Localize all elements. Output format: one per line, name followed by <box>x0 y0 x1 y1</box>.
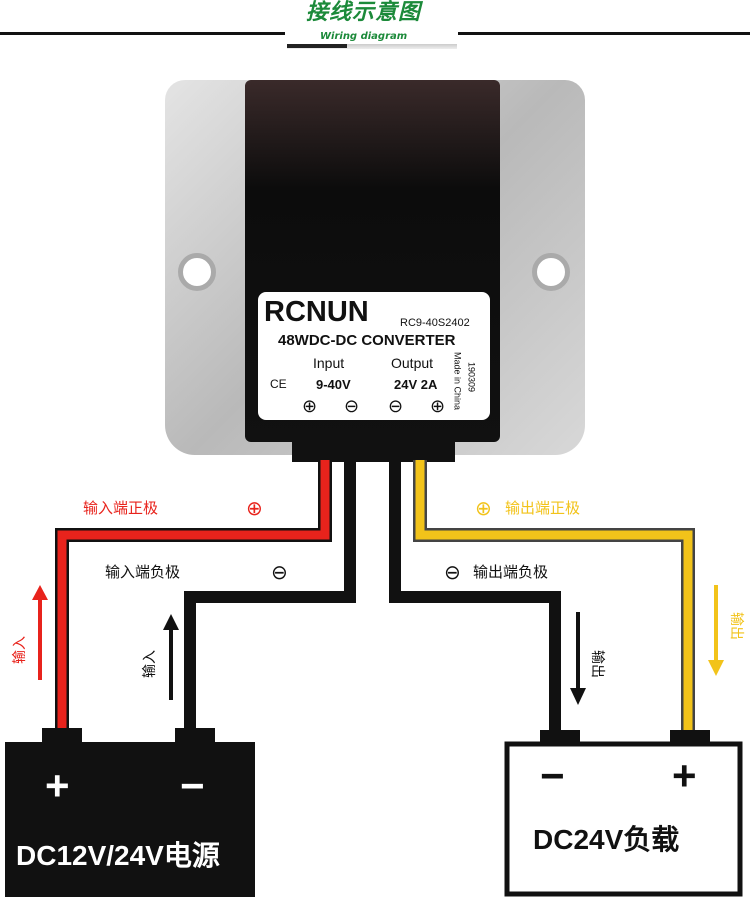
output-arrow-label: 输出 <box>589 650 605 678</box>
source-plus: + <box>45 762 70 809</box>
mount-hole-right <box>532 253 570 291</box>
mount-hole-left <box>178 253 216 291</box>
plus-symbol: ⊕ <box>246 496 263 520</box>
terminal-out-minus: ⊖ <box>388 396 404 416</box>
terminal-in-minus: ⊖ <box>344 396 360 416</box>
load-battery <box>504 741 743 897</box>
model-number: RC9-40S2402 <box>400 317 470 329</box>
source-label: DC12V/24V电源 <box>16 840 220 871</box>
label-output-positive: 输出端正极 <box>505 499 581 517</box>
label-output-negative: 输出端负极 <box>473 563 549 581</box>
arrow-output-yellow <box>708 585 724 676</box>
load-minus: − <box>540 752 565 799</box>
header-rule-left <box>0 32 285 35</box>
source-minus: − <box>180 762 205 809</box>
terminal-in-plus: ⊕ <box>302 396 318 416</box>
brand: RCNUN <box>264 296 369 328</box>
minus-symbol: ⊖ <box>271 560 288 584</box>
arrow-output-black <box>570 612 586 705</box>
output-label: Output <box>391 355 434 371</box>
arrow-input-red <box>32 585 48 680</box>
source-battery <box>5 742 255 897</box>
date-code: 190309 <box>466 362 477 393</box>
cable-gland <box>292 440 455 462</box>
title-english: Wiring diagram <box>320 31 408 42</box>
wire-input-negative <box>184 460 356 735</box>
arrow-input-black <box>163 614 179 700</box>
input-arrow-label: 输入 <box>142 650 158 678</box>
ce-mark: CE <box>270 377 287 391</box>
product-name: 48WDC-DC CONVERTER <box>278 332 456 349</box>
origin: Made in China <box>452 352 463 411</box>
output-value: 24V 2A <box>394 377 438 392</box>
input-arrow-label: 输入 <box>12 636 28 664</box>
title-chinese: 接线示意图 <box>306 0 422 25</box>
output-arrow-label: 输出 <box>728 612 744 640</box>
plus-symbol: ⊕ <box>475 496 492 520</box>
wire-output-negative <box>389 460 561 735</box>
load-plus: + <box>672 752 697 799</box>
input-label: Input <box>313 355 345 371</box>
header-underline <box>287 44 457 49</box>
label-input-negative: 输入端负极 <box>105 563 181 581</box>
minus-symbol: ⊖ <box>444 560 461 584</box>
input-value: 9-40V <box>316 377 351 392</box>
terminal-out-plus: ⊕ <box>430 396 446 416</box>
product-label: RCNUN RC9-40S2402 48WDC-DC CONVERTER Inp… <box>258 292 490 420</box>
label-input-positive: 输入端正极 <box>83 499 159 517</box>
header-rule-right <box>458 32 750 35</box>
load-label: DC24V负载 <box>533 824 680 855</box>
